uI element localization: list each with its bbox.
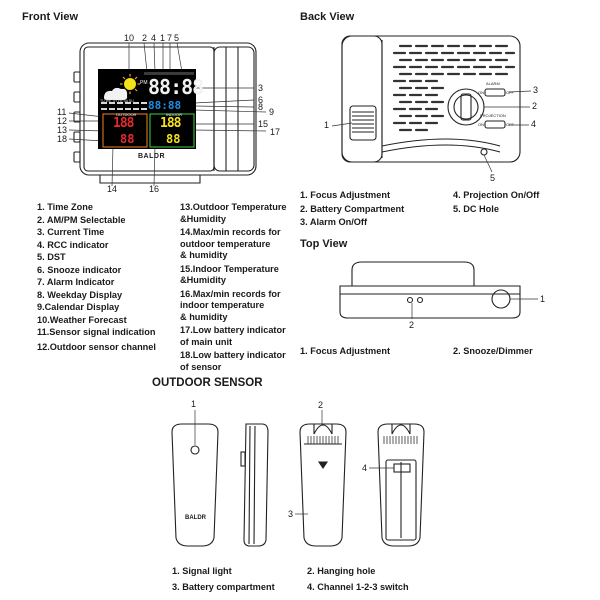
back-on-label-1: ON [478,90,484,95]
sensor-brand-logo: BALDR [185,515,206,521]
back-callout-2: 2 [532,101,538,111]
front-unit [73,42,257,184]
callout-18: 18 [57,134,68,144]
back-item-4: 4. Projection On/Off [453,190,540,200]
lcd-outdoor-label: OUTDOOR [116,112,137,117]
sensor-item-2: 2. Hanging hole [307,566,376,576]
callout-8: 8 [258,102,264,112]
front-item-8: 8. Weekday Display [37,289,123,300]
lcd-second-row: 88:88 [148,99,182,112]
back-list-right: 4. Projection On/Off 5. DC Hole [453,190,539,215]
back-item-1: 1. Focus Adjustment [300,190,391,200]
front-item-15: 15.Indoor Temperature &Humidity [180,263,279,286]
callout-9: 9 [269,107,275,117]
back-callout-5: 5 [490,173,496,183]
weather-cloud-icon [104,87,128,100]
front-item-10: 10.Weather Forecast [37,314,127,325]
top-item-2: 2. Snooze/Dimmer [453,346,533,356]
front-item-9: 9.Calendar Display [37,302,120,312]
lcd-indoor-temp: 188 [160,116,182,131]
callout-1: 1 [160,33,166,43]
back-projection-label: PROJECTION [480,113,506,118]
back-vents [392,44,516,132]
back-item-5: 5. DC Hole [453,203,499,214]
sensor-side [240,423,269,547]
sensor-item-1: 1. Signal light [172,566,232,576]
back-callout-4: 4 [531,119,537,129]
sensor-callout-4: 4 [362,463,368,473]
front-list-left: 1. Time Zone 2. AM/PM Selectable 3. Curr… [37,202,156,353]
lcd-weekday-rows [101,102,147,110]
front-item-3: 3. Current Time [37,227,105,237]
callout-11: 11 [57,107,67,117]
callout-16: 16 [149,184,160,194]
sensor-item-4: 4. Channel 1-2-3 switch [307,582,409,592]
back-unit [341,35,521,163]
top-unit [339,261,521,319]
callout-2: 2 [142,33,148,43]
callout-12: 12 [57,116,68,126]
back-item-2: 2. Battery Compartment [300,203,405,214]
front-item-13: 13.Outdoor Temperature &Humidity [180,202,287,224]
sensor-item-3: 3. Battery compartment [172,582,275,592]
top-callout-2: 2 [409,320,415,330]
front-item-2: 2. AM/PM Selectable [37,214,126,225]
sensor-grips [307,436,418,444]
callout-5: 5 [174,33,180,43]
lcd-pm: PM [140,80,148,86]
front-view-title: Front View [22,11,79,23]
front-item-17: 17.Low battery indicator of main unit [180,325,286,347]
callout-17: 17 [270,127,281,137]
lcd-indoor-label: INDOOR [166,112,182,117]
front-item-16: 16.Max/min records for indoor temperatur… [180,288,281,322]
sensor-callout-3: 3 [288,509,294,519]
lcd-outdoor-humidity: 88 [120,132,135,146]
back-list-left: 1. Focus Adjustment 2. Battery Compartme… [300,190,404,229]
lcd-indoor-humidity: 88 [166,132,181,146]
callout-6: 6 [258,95,264,105]
back-callout-3: 3 [533,85,539,95]
front-item-1: 1. Time Zone [37,202,93,212]
front-item-14: 14.Max/min records for outdoor temperatu… [180,227,281,260]
back-view-title: Back View [300,11,355,23]
top-callout-1: 1 [540,294,546,304]
lcd-weekday-row: TU WE TH FR SA SU [100,99,134,103]
lcd-outdoor-temp: 188 [113,116,135,131]
top-item-1: 1. Focus Adjustment [300,346,391,356]
sensor-callout-2: 2 [318,400,324,410]
callout-7: 7 [167,33,173,43]
front-item-4: 4. RCC indicator [37,239,109,250]
callout-10: 10 [124,33,135,43]
back-callout-1: 1 [324,120,330,130]
lcd-screen [98,69,196,149]
back-on-label-2: ON [478,122,484,127]
front-brand-logo: BALDR [138,153,165,160]
lcd-time: 88:88 [148,75,204,99]
front-item-12: 12.Outdoor sensor channel [37,341,156,352]
outdoor-sensor-title: OUTDOOR SENSOR [152,377,263,389]
front-item-7: 7. Alarm Indicator [37,277,115,287]
callout-4: 4 [151,33,157,43]
leader-lines [68,42,538,515]
front-item-11: 11.Sensor signal indication [37,327,156,337]
sensor-callout-1: 1 [191,399,197,409]
sensor-front [171,423,219,547]
front-item-5: 5. DST [37,252,66,262]
callout-3: 3 [258,83,264,93]
callout-13: 13 [57,125,68,135]
back-off-label-1: OFF [506,90,514,95]
back-off-label-2: OFF [506,122,514,127]
top-view-title: Top View [300,238,348,250]
back-item-3: 3. Alarm On/Off [300,217,368,227]
front-list-right: 13.Outdoor Temperature &Humidity 14.Max/… [180,202,287,373]
front-item-6: 6. Snooze indicator [37,264,122,275]
sensor-open [377,423,425,547]
front-item-18: 18.Low battery indicator of sensor [180,350,286,372]
callout-14: 14 [107,184,118,194]
callout-15: 15 [258,119,269,129]
back-alarm-label: ALARM [486,81,500,86]
